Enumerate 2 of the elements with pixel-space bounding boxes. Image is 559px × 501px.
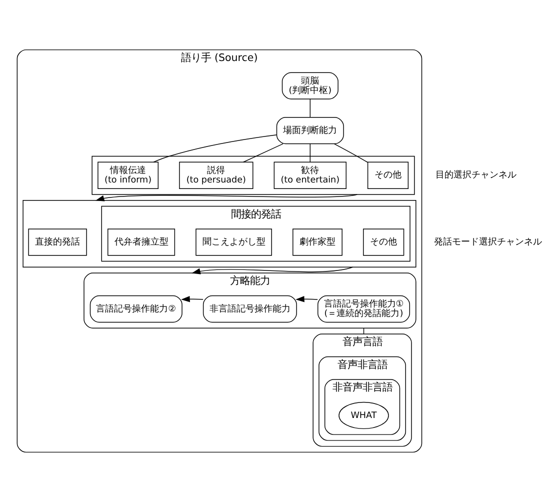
label: 発話モード選択チャンネル bbox=[434, 236, 542, 247]
label: 目的選択チャンネル bbox=[436, 170, 517, 180]
